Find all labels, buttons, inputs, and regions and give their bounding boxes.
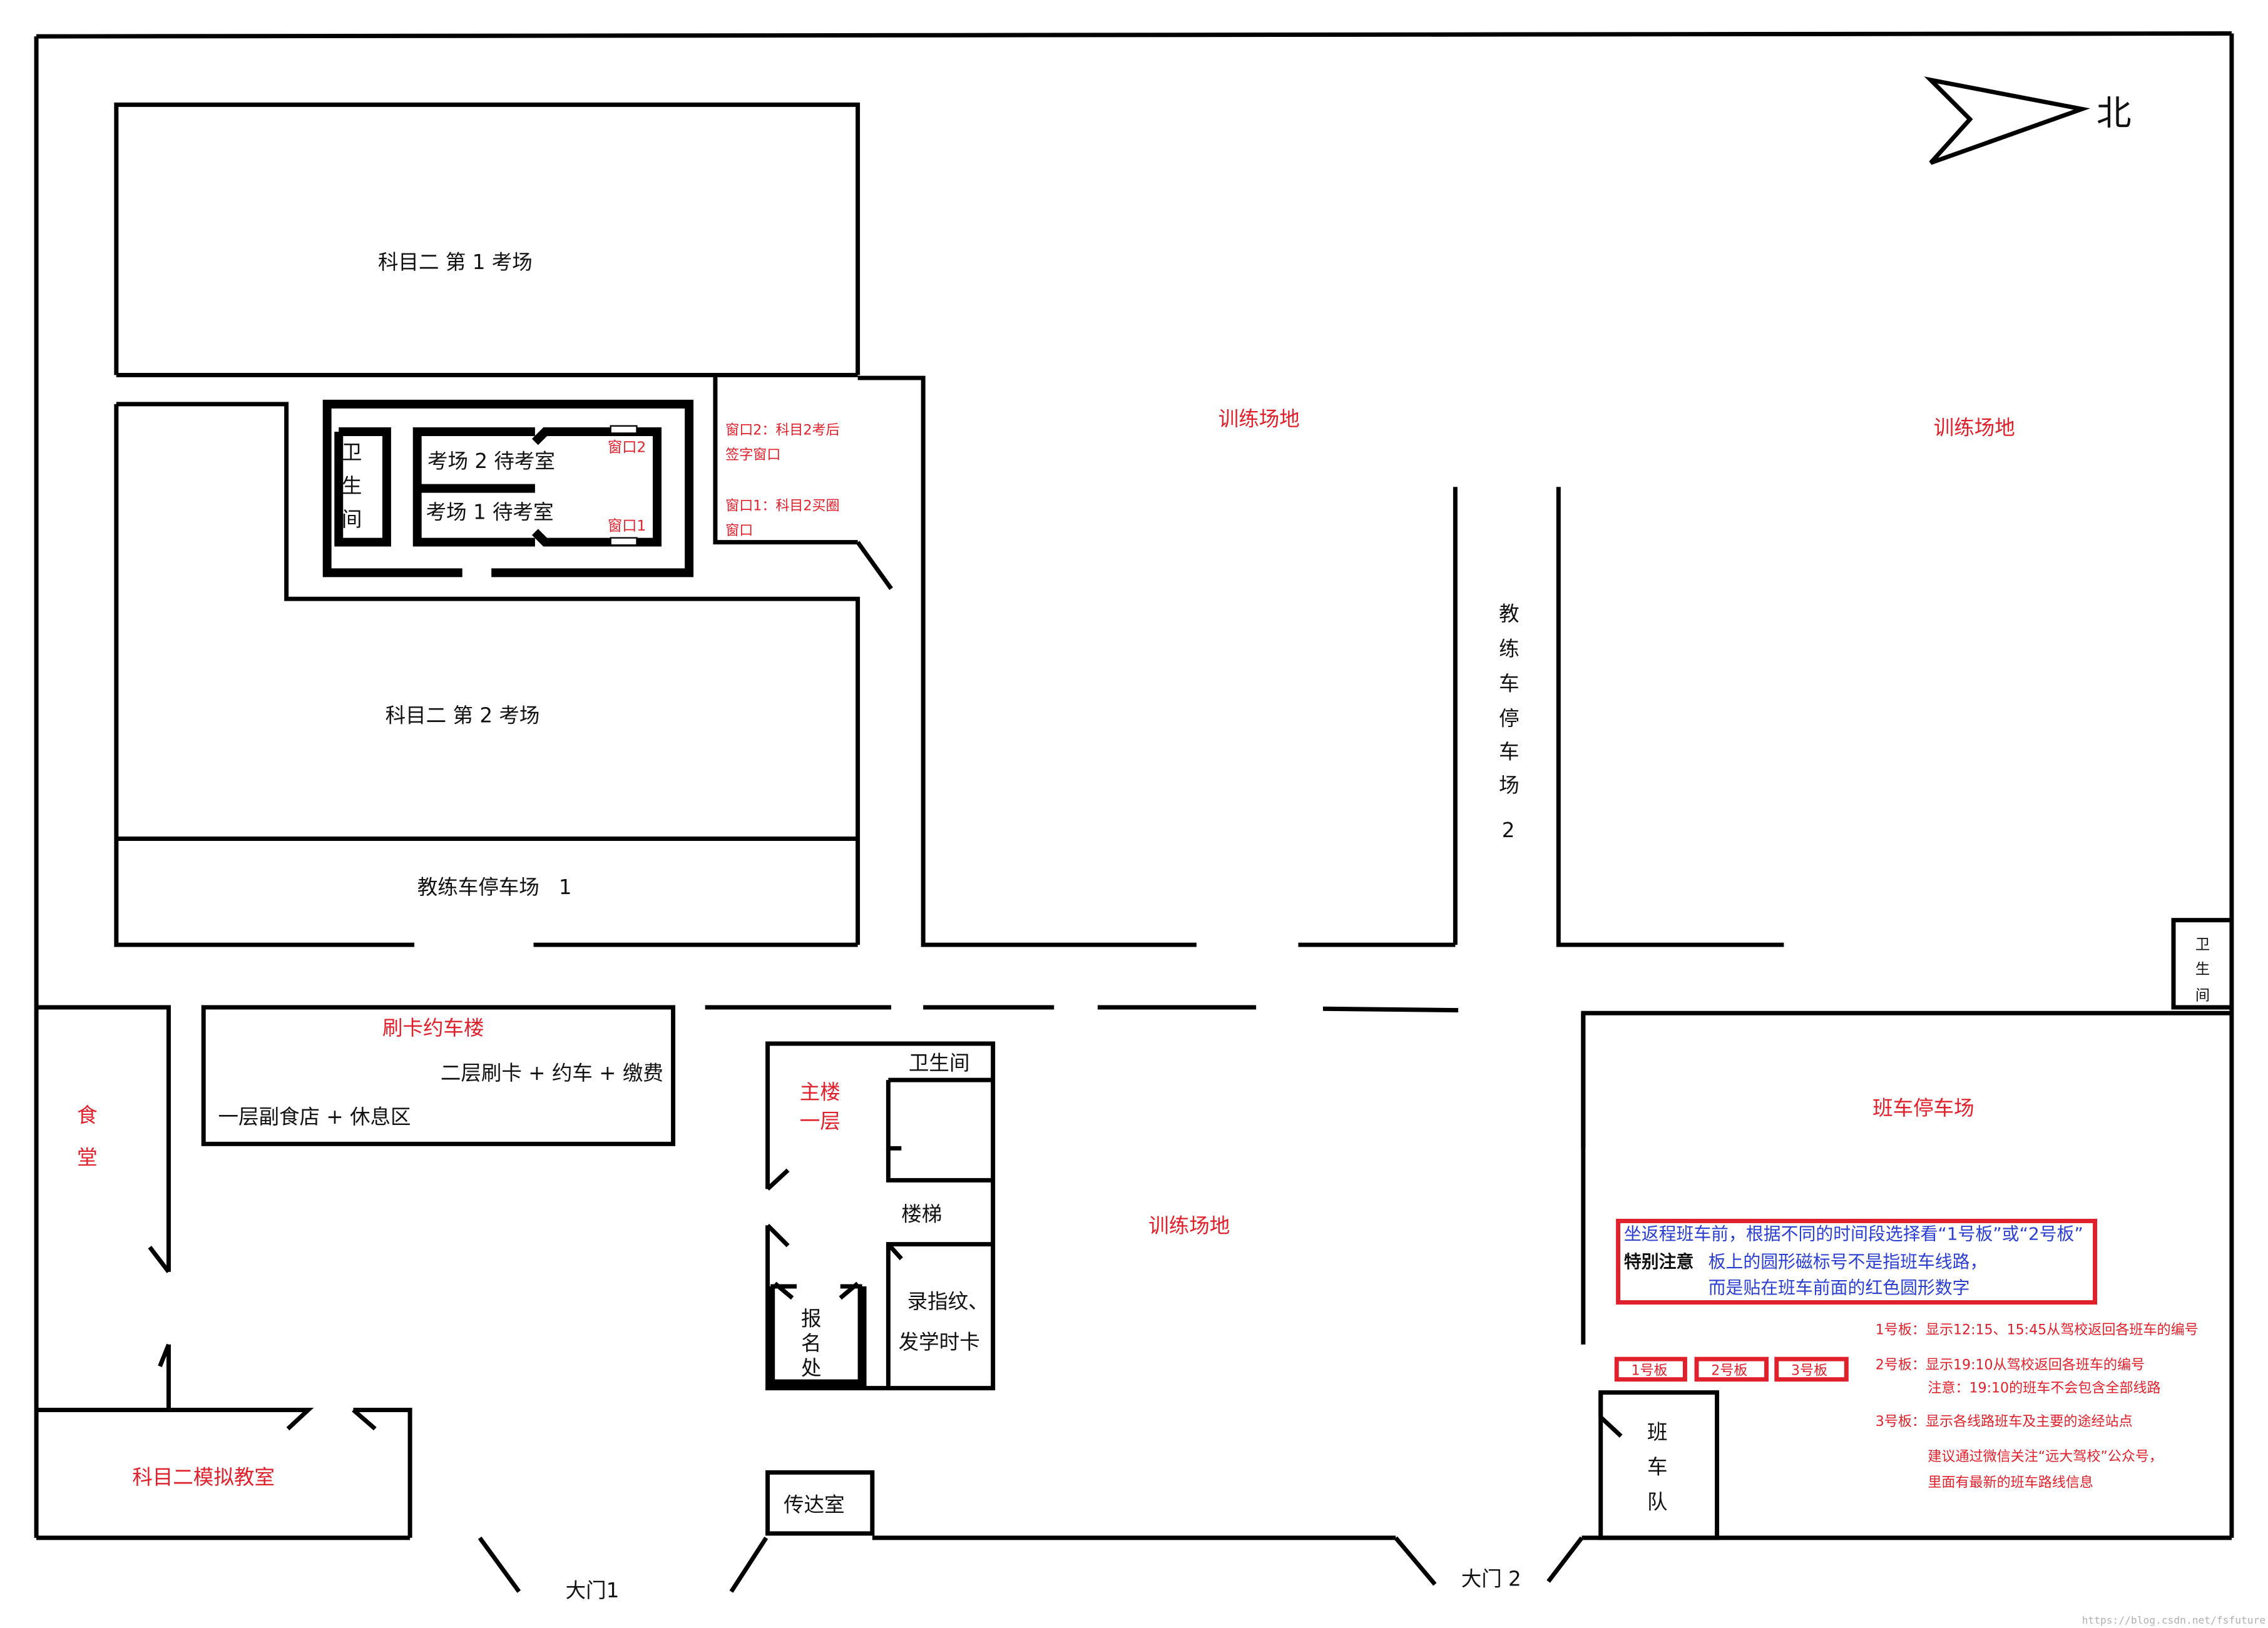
card-building-title: 刷卡约车楼 bbox=[382, 1016, 484, 1040]
notice-line-3: 而是贴在班车前面的红色圆形数字 bbox=[1709, 1278, 1970, 1298]
toilet-b: 卫 生 间 bbox=[2171, 918, 2232, 1010]
bus-parking-label: 班车停车场 bbox=[1872, 1096, 1974, 1120]
bus-team-3: 队 bbox=[1647, 1490, 1668, 1514]
tip-line-1: 建议通过微信关注“远大驾校”公众号， bbox=[1928, 1449, 2163, 1465]
board-3-label: 3号板 bbox=[1791, 1363, 1827, 1379]
gate-2-label: 大门 2 bbox=[1461, 1567, 1521, 1591]
main-building-title-1: 主楼 bbox=[800, 1080, 840, 1104]
board-1-label: 1号板 bbox=[1631, 1363, 1667, 1379]
card-booking-building: 刷卡约车楼 二层刷卡 + 约车 + 缴费 一层副食店 + 休息区 bbox=[201, 1005, 676, 1146]
training-area-left: 训练场地 bbox=[856, 375, 1458, 947]
notice-line-1: 坐返程班车前，根据不同的时间段选择看“1号板”或“2号板” bbox=[1624, 1224, 2083, 1244]
registration-1: 报 bbox=[801, 1307, 822, 1331]
training-area-b-label: 训练场地 bbox=[1934, 416, 2015, 440]
north-label: 北 bbox=[2097, 93, 2132, 134]
fingerprint-1: 录指纹、 bbox=[907, 1290, 989, 1313]
fingerprint-2: 发学时卡 bbox=[899, 1330, 980, 1354]
board-3-desc: 3号板：显示各线路班车及主要的途经站点 bbox=[1876, 1414, 2133, 1430]
gate-1-label: 大门1 bbox=[566, 1579, 620, 1602]
canteen-char-1: 食 bbox=[77, 1103, 98, 1127]
waiting-room-1-label: 考场 1 待考室 bbox=[426, 500, 554, 524]
window-notes: 窗口2：科目2考后 签字窗口 窗口1：科目2买圈 窗口 bbox=[713, 375, 858, 545]
north-arrow-icon bbox=[1924, 76, 2090, 165]
waiting-building: 卫 生 间 考场 2 待考室 考场 1 待考室 窗口2 窗口1 bbox=[322, 399, 694, 577]
guard-room: 传达室 bbox=[765, 1470, 875, 1536]
exam-field-2: 科目二 第 2 考场 教练车停车场 1 bbox=[114, 402, 861, 947]
stairs-label: 楼梯 bbox=[901, 1202, 942, 1226]
notice-bold: 特别注意 bbox=[1624, 1251, 1693, 1272]
card-building-floor-1: 一层副食店 + 休息区 bbox=[218, 1105, 411, 1129]
guard-room-label: 传达室 bbox=[784, 1493, 845, 1517]
toilet-b-2: 生 bbox=[2195, 961, 2210, 978]
board-2-label: 2号板 bbox=[1711, 1363, 1747, 1379]
board-2-desc: 2号板：显示19:10从驾校返回各班车的编号 bbox=[1876, 1357, 2145, 1373]
coach-parking-2-char-5: 车 bbox=[1499, 740, 1520, 764]
board-1 bbox=[1614, 1356, 1687, 1382]
main-building: 主楼 一层 卫生间 楼梯 录指纹、 发学时卡 报 名 处 bbox=[765, 1041, 996, 1391]
sim-room-label: 科目二模拟教室 bbox=[132, 1465, 275, 1489]
toilet-b-1: 卫 bbox=[2195, 936, 2210, 953]
board-1-desc: 1号板：显示12:15、15:45从驾校返回各班车的编号 bbox=[1876, 1323, 2199, 1338]
board-2-note: 注意：19:10的班车不会包含全部线路 bbox=[1928, 1381, 2160, 1397]
window-2-label: 窗口2 bbox=[608, 439, 646, 456]
toilet-c-label: 卫生间 bbox=[909, 1051, 970, 1075]
window-2-note-2: 签字窗口 bbox=[725, 447, 780, 463]
board-3 bbox=[1774, 1356, 1849, 1382]
outer-boundary bbox=[34, 31, 2234, 1593]
window-1-note-2: 窗口 bbox=[725, 523, 753, 539]
main-building-title-2: 一层 bbox=[800, 1109, 840, 1133]
toilet-a-1: 卫 bbox=[342, 440, 362, 464]
toilet-a-2: 生 bbox=[342, 474, 362, 498]
exam-field-1-label: 科目二 第 1 考场 bbox=[378, 250, 533, 274]
board-2 bbox=[1694, 1356, 1769, 1382]
toilet-b-3: 间 bbox=[2195, 987, 2210, 1004]
canteen: 食 堂 bbox=[36, 1005, 171, 1410]
coach-parking-2-char-1: 教 bbox=[1499, 602, 1520, 626]
window-2-note-1: 窗口2：科目2考后 bbox=[725, 423, 839, 439]
toilet-a-3: 间 bbox=[342, 507, 362, 531]
registration-2: 名 bbox=[801, 1331, 822, 1355]
north-arrow: 北 bbox=[1924, 76, 2132, 165]
coach-parking-1-label: 教练车停车场 1 bbox=[417, 875, 572, 899]
exam-field-1: 科目二 第 1 考场 bbox=[114, 102, 861, 377]
simulation-classroom: 科目二模拟教室 bbox=[36, 1407, 412, 1538]
coach-parking-2-char-7: 2 bbox=[1502, 818, 1515, 842]
road-divider bbox=[705, 1005, 1459, 1013]
registration-3: 处 bbox=[801, 1356, 822, 1380]
training-area-right: 训练场地 bbox=[1556, 416, 2015, 947]
coach-parking-2-char-2: 练 bbox=[1499, 637, 1520, 661]
window-1-note-1: 窗口1：科目2买圈 bbox=[725, 498, 839, 514]
coach-parking-2: 教 练 车 停 车 场 2 bbox=[1499, 602, 1520, 842]
window-1-label: 窗口1 bbox=[608, 517, 646, 534]
bus-team-2: 车 bbox=[1647, 1455, 1668, 1479]
training-area-c-label: 训练场地 bbox=[1148, 1214, 1230, 1238]
watermark: https://blog.csdn.net/fsfuture bbox=[2082, 1614, 2266, 1626]
notice-line-2: 板上的圆形磁标号不是指班车线路， bbox=[1709, 1251, 1988, 1272]
waiting-room-2-label: 考场 2 待考室 bbox=[427, 449, 555, 473]
coach-parking-2-char-6: 场 bbox=[1499, 773, 1520, 797]
exam-field-2-label: 科目二 第 2 考场 bbox=[386, 704, 540, 728]
coach-parking-2-char-3: 车 bbox=[1499, 672, 1520, 696]
bus-team-1: 班 bbox=[1647, 1420, 1668, 1444]
coach-parking-2-char-4: 停 bbox=[1499, 706, 1520, 730]
training-area-a-label: 训练场地 bbox=[1218, 407, 1300, 431]
card-building-floor-2: 二层刷卡 + 约车 + 缴费 bbox=[441, 1061, 663, 1085]
tip-line-2: 里面有最新的班车路线信息 bbox=[1928, 1475, 2093, 1491]
bus-parking: 班车停车场 坐返程班车前，根据不同的时间段选择看“1号板”或“2号板” 特别注意… bbox=[1581, 1010, 2232, 1540]
canteen-char-2: 堂 bbox=[77, 1146, 98, 1169]
